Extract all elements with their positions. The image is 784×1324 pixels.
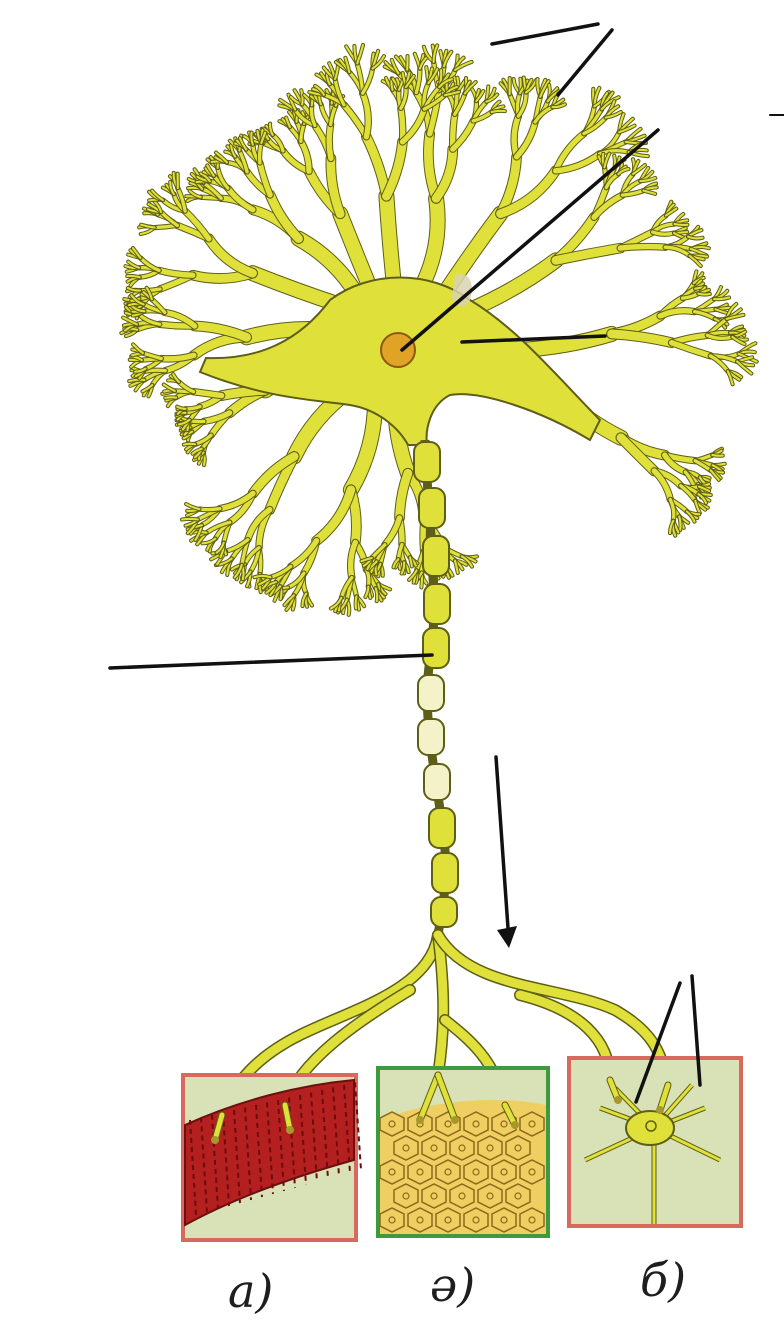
- panel-label-a: а): [228, 1268, 273, 1314]
- myelin-segment: [431, 897, 457, 927]
- cell-body: [200, 274, 600, 445]
- gland-cell: [492, 1160, 516, 1184]
- dendrite-branch-fill: [260, 143, 262, 163]
- panel-gland: [378, 1068, 548, 1236]
- myelin-segment: [424, 584, 450, 624]
- dendrite-branch-fill: [329, 125, 331, 159]
- pointer-line-axon: [110, 655, 432, 668]
- gland-cell: [422, 1136, 446, 1160]
- myelin-segment: [429, 808, 455, 848]
- gland-cell: [408, 1160, 432, 1184]
- dendrite-branch-fill: [127, 276, 139, 277]
- synaptic-knob: [286, 1126, 294, 1134]
- myelin-segment: [432, 853, 458, 893]
- gland-cell: [492, 1208, 516, 1232]
- dendrite-branch-fill: [401, 108, 403, 142]
- nucleus: [381, 333, 415, 367]
- gland-cell: [380, 1208, 404, 1232]
- dendrite-branch-fill: [672, 343, 711, 356]
- dendrite-branch-fill: [470, 260, 556, 310]
- axon-terminal-branch: [438, 935, 443, 1075]
- myelin-segment: [419, 488, 445, 528]
- myelin-segment: [414, 442, 440, 482]
- dendrite-branch-fill: [184, 444, 195, 445]
- impulse-direction-arrow: [496, 757, 508, 928]
- dendrite-branch-fill: [199, 509, 219, 510]
- impulse-arrow-head: [497, 926, 517, 948]
- dendrite-branch-fill: [436, 149, 453, 198]
- dendrite-branch-fill: [492, 111, 505, 112]
- dendrite-branch-fill: [698, 294, 709, 295]
- dendrite-branch-fill: [351, 400, 375, 490]
- dendrite-branch-fill: [165, 397, 176, 398]
- gland-cell: [380, 1160, 404, 1184]
- dendrite-branch-fill: [660, 311, 695, 316]
- gland-cell: [380, 1112, 404, 1136]
- gland-cells: [380, 1100, 546, 1234]
- synaptic-knob: [451, 1116, 459, 1124]
- gland-cell: [464, 1112, 488, 1136]
- myelin-sheath: [414, 442, 458, 927]
- panel-label-ae: ə): [430, 1262, 475, 1308]
- gland-cell: [464, 1208, 488, 1232]
- gland-cell: [436, 1208, 460, 1232]
- synaptic-knob: [656, 1106, 664, 1114]
- myelin-segment: [424, 764, 450, 800]
- dendrite-branch-fill: [356, 596, 357, 608]
- gland-cell: [520, 1208, 544, 1232]
- axon: [414, 440, 458, 935]
- dendrite-branch-fill: [182, 519, 198, 520]
- dendrite-branch-fill: [386, 142, 402, 196]
- dendrite-branch-fill: [712, 455, 722, 456]
- gland-cell: [520, 1112, 544, 1136]
- gland-cell: [520, 1160, 544, 1184]
- gland-cell: [394, 1184, 418, 1208]
- gland-cell: [436, 1160, 460, 1184]
- gland-cell: [478, 1184, 502, 1208]
- panel-label-b: б): [640, 1257, 686, 1303]
- synaptic-knob: [511, 1121, 519, 1129]
- gland-cell: [450, 1136, 474, 1160]
- panel-muscle: [183, 1075, 361, 1240]
- dendrite-branch-fill: [620, 247, 665, 249]
- gland-cell: [422, 1184, 446, 1208]
- gland-cell: [478, 1136, 502, 1160]
- gland-cell: [408, 1208, 432, 1232]
- dendrite-branch-fill: [253, 273, 340, 305]
- myelin-segment: [418, 719, 444, 755]
- pointer-line-dendrite-tip: [492, 24, 598, 44]
- dendrite-branch-fill: [344, 105, 367, 137]
- gland-cell: [506, 1184, 530, 1208]
- dendrite-branch-fill: [428, 134, 436, 199]
- synaptic-knob: [614, 1096, 622, 1104]
- gland-cell: [394, 1136, 418, 1160]
- gland-cell: [450, 1184, 474, 1208]
- gland-cell: [464, 1160, 488, 1184]
- synaptic-knob: [416, 1116, 424, 1124]
- myelin-segment: [418, 675, 444, 711]
- target-neuron-nucleus: [646, 1121, 656, 1131]
- myelin-segment: [423, 536, 449, 576]
- pointer-line-dendrite: [558, 30, 612, 95]
- gland-cell: [506, 1136, 530, 1160]
- dendrite-branch-fill: [675, 224, 688, 225]
- panel-neuron: [569, 1058, 741, 1226]
- myelin-segment: [423, 628, 449, 668]
- synaptic-knob: [211, 1136, 219, 1144]
